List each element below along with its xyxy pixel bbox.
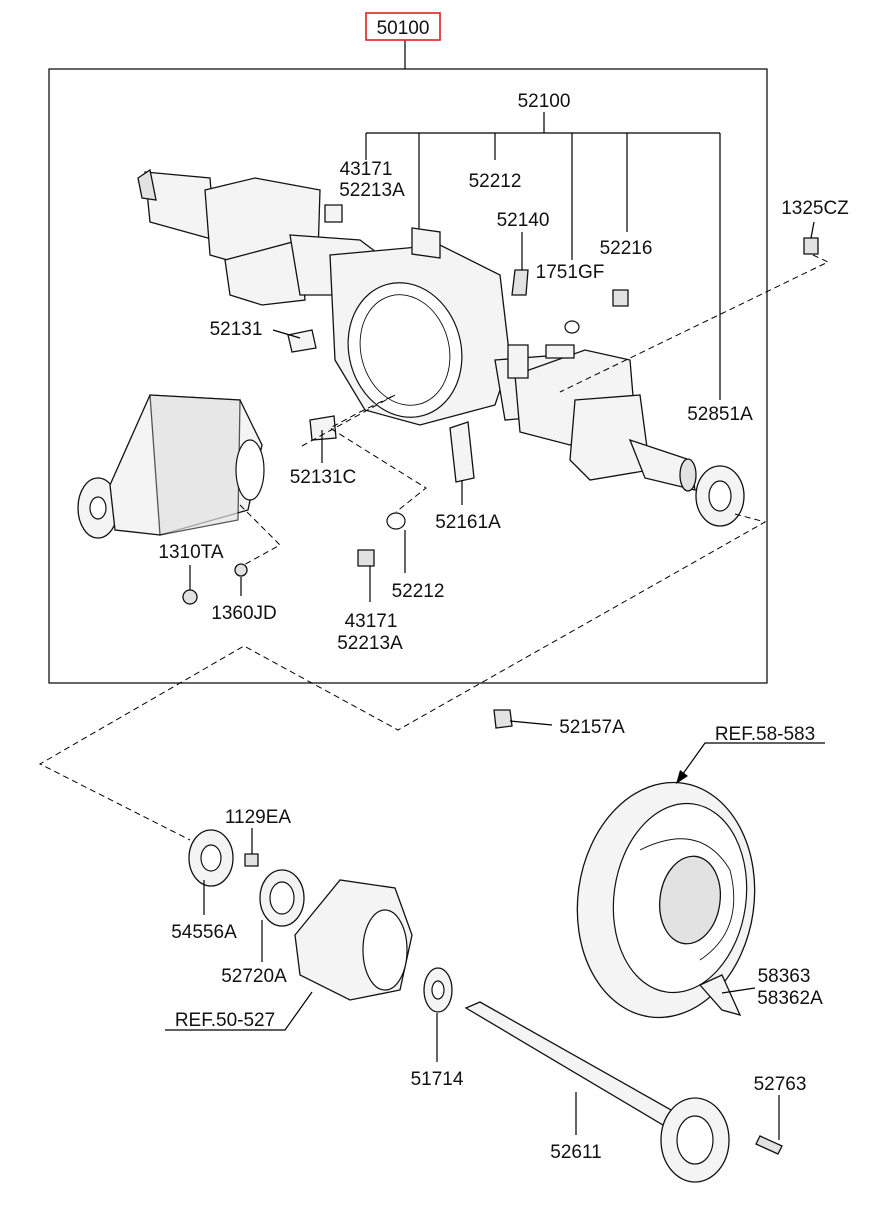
label-52131[interactable]: 52131 bbox=[210, 319, 263, 340]
bolt-52763[interactable] bbox=[755, 1135, 783, 1155]
assembly-box bbox=[48, 68, 768, 684]
bolt-1129EA[interactable] bbox=[244, 853, 259, 867]
label-1310TA[interactable]: 1310TA bbox=[158, 542, 223, 563]
label-58363[interactable]: 58363 bbox=[758, 966, 811, 987]
bolt-52157A[interactable] bbox=[493, 709, 513, 729]
label-43171-top[interactable]: 43171 bbox=[340, 159, 393, 180]
axle-gasket[interactable] bbox=[695, 465, 745, 527]
differential-carrier[interactable] bbox=[77, 394, 265, 539]
label-52216[interactable]: 52216 bbox=[600, 238, 653, 259]
main-part-number-box[interactable] bbox=[365, 12, 441, 41]
label-1360JD[interactable]: 1360JD bbox=[211, 603, 277, 624]
label-ref-50-527[interactable]: REF.50-527 bbox=[175, 1010, 275, 1031]
label-52100[interactable]: 52100 bbox=[518, 91, 571, 112]
label-52720A[interactable]: 52720A bbox=[221, 966, 287, 987]
label-52212-top[interactable]: 52212 bbox=[469, 171, 522, 192]
bearing-housing[interactable] bbox=[294, 879, 413, 1001]
label-52611[interactable]: 52611 bbox=[550, 1142, 601, 1163]
fittings-upper[interactable] bbox=[287, 204, 819, 441]
bearing-52720A[interactable] bbox=[259, 869, 305, 927]
label-43171-bot[interactable]: 43171 bbox=[345, 611, 398, 632]
label-1751GF[interactable]: 1751GF bbox=[536, 262, 605, 283]
label-52213A-top[interactable]: 52213A bbox=[339, 180, 405, 201]
seal-51714[interactable] bbox=[423, 967, 453, 1013]
label-52157A[interactable]: 52157A bbox=[559, 717, 625, 738]
label-1129EA[interactable]: 1129EA bbox=[225, 807, 292, 828]
label-51714[interactable]: 51714 bbox=[411, 1069, 464, 1090]
brake-backing-plate[interactable] bbox=[562, 771, 769, 1029]
gasket-54556A[interactable] bbox=[188, 829, 234, 887]
label-52851A[interactable]: 52851A bbox=[687, 404, 753, 425]
label-52140[interactable]: 52140 bbox=[497, 210, 550, 231]
label-52213A-bot[interactable]: 52213A bbox=[337, 633, 403, 654]
label-52161A[interactable]: 52161A bbox=[435, 512, 501, 533]
axle-shaft[interactable] bbox=[464, 1001, 730, 1183]
label-58362A[interactable]: 58362A bbox=[757, 988, 823, 1009]
label-52131C[interactable]: 52131C bbox=[290, 467, 357, 488]
label-1325CZ[interactable]: 1325CZ bbox=[781, 198, 849, 219]
axle-housing[interactable] bbox=[137, 168, 697, 492]
label-52212-bot[interactable]: 52212 bbox=[392, 581, 445, 602]
label-ref-58-583[interactable]: REF.58-583 bbox=[715, 724, 815, 745]
label-54556A[interactable]: 54556A bbox=[171, 922, 237, 943]
main-part-number[interactable]: 50100 bbox=[377, 18, 430, 39]
label-52763[interactable]: 52763 bbox=[754, 1074, 807, 1095]
